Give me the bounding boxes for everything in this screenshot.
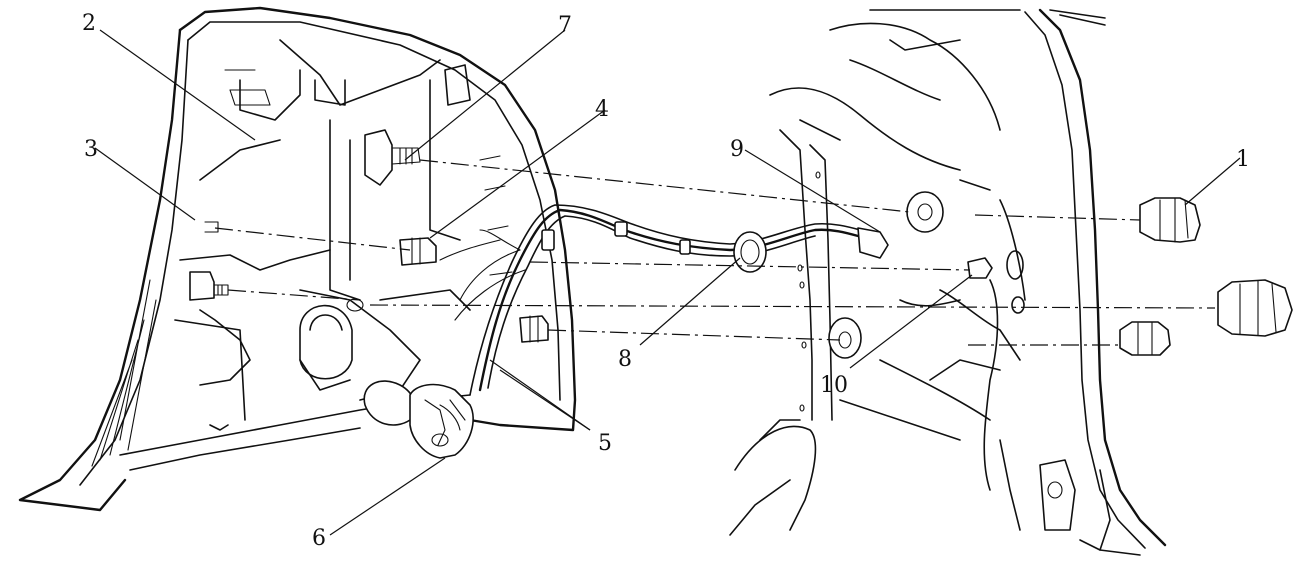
callout-1: 1 — [1236, 147, 1250, 172]
body-panel — [729, 8, 1167, 556]
callout-3: 3 — [84, 137, 98, 162]
bulb-socket — [363, 380, 474, 459]
callout-8: 8 — [618, 347, 632, 372]
wiring-harness — [439, 204, 889, 396]
callout-2: 2 — [82, 11, 96, 36]
callout-10: 10 — [820, 373, 848, 398]
callout-6: 6 — [312, 526, 326, 551]
callout-9: 9 — [730, 137, 744, 162]
stud-icon — [399, 237, 437, 266]
mounting-nut — [1119, 321, 1171, 356]
alignment-lines — [214, 159, 1216, 346]
stud-icon — [364, 129, 421, 186]
stud-icon — [519, 315, 549, 343]
leader-lines — [94, 29, 1241, 536]
callout-4: 4 — [595, 97, 609, 122]
mounting-nut — [1139, 197, 1201, 243]
callout-7: 7 — [558, 13, 572, 38]
callout-5: 5 — [598, 431, 612, 456]
tail-lamp-housing — [18, 6, 577, 512]
stud-icon — [189, 221, 229, 301]
mounting-nut — [1217, 279, 1293, 337]
